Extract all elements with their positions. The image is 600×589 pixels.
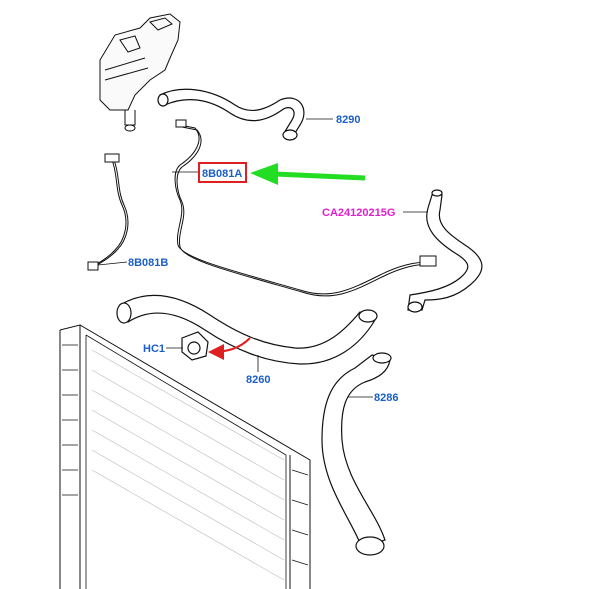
label-8B081A: 8B081A [202,168,242,180]
hose-8290 [157,88,333,141]
hose-8286 [321,352,392,556]
wire-8B081A [172,119,437,297]
hose-8260 [116,294,378,372]
red-arrow-icon [208,337,251,360]
green-arrow-icon [250,163,366,185]
highlight-box [198,162,247,183]
label-HC1: HC1 [143,343,165,355]
label-CA24120215G: CA24120215G [322,207,395,219]
label-8286: 8286 [374,392,398,404]
radiator [59,324,311,589]
label-8290: 8290 [336,114,360,126]
expansion-tank [99,13,181,132]
hose-CA24120215G [403,189,483,313]
clip-hc1 [166,331,209,361]
label-8B081B: 8B081B [128,257,168,269]
wire-8B081B [87,153,129,271]
label-8260: 8260 [246,374,270,386]
